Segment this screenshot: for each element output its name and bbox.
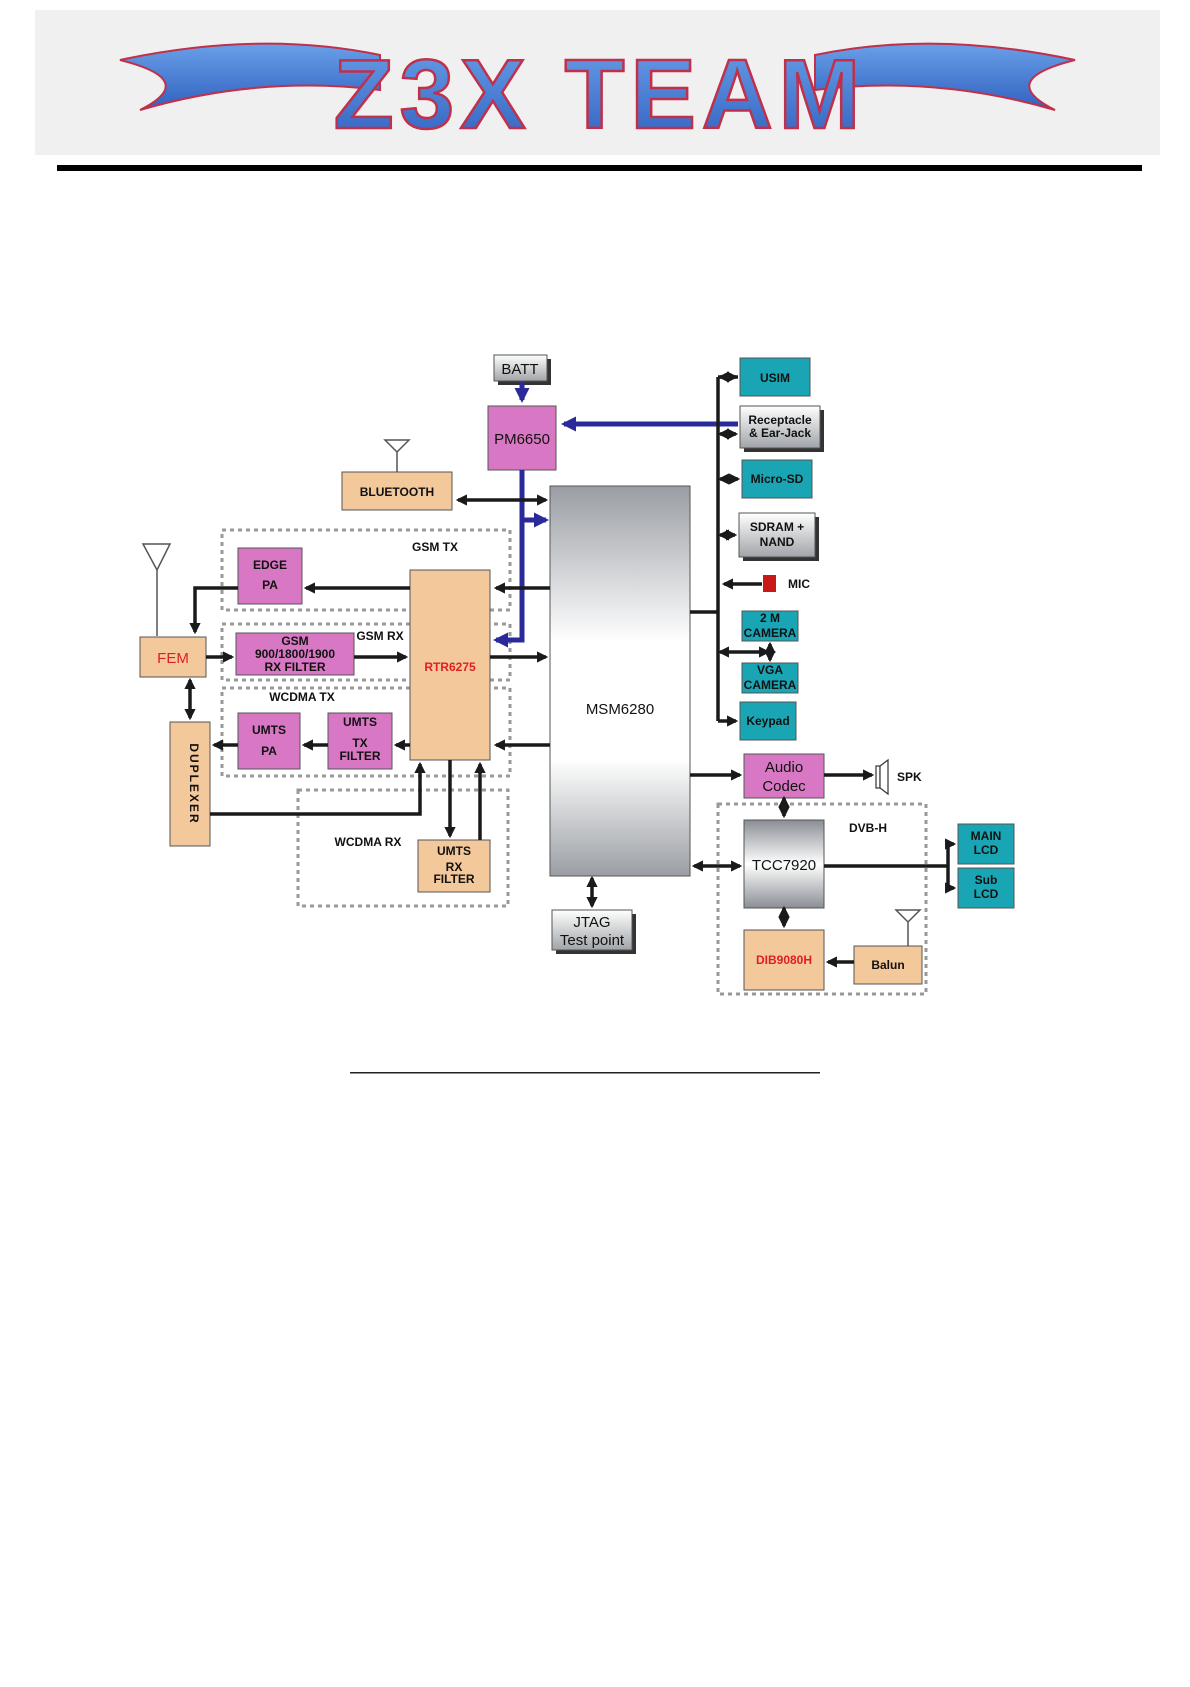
svg-text:Codec: Codec (762, 778, 806, 795)
svg-text:UMTS: UMTS (437, 844, 471, 858)
block-keypad: Keypad (739, 701, 797, 741)
gsm-tx-label: GSM TX (412, 540, 458, 554)
svg-text:RX: RX (446, 860, 463, 874)
block-umts-pa: UMTS PA (237, 712, 301, 770)
block-pm6650: PM6650 (487, 405, 557, 471)
antenna-icon (383, 439, 411, 472)
svg-text:MSM6280: MSM6280 (586, 701, 654, 718)
block-bluetooth: BLUETOOTH (341, 471, 453, 511)
wcdma-tx-label: WCDMA TX (269, 690, 335, 704)
svg-text:LCD: LCD (974, 887, 999, 901)
svg-text:FEM: FEM (157, 650, 189, 667)
block-receptacle: Receptacle & Ear-Jack (739, 405, 824, 452)
group-wcdma-rx (296, 788, 510, 908)
svg-text:BATT: BATT (501, 361, 538, 378)
svg-text:Sub: Sub (975, 873, 998, 887)
svg-text:CAMERA: CAMERA (744, 678, 797, 692)
block-edge-pa: EDGE PA (237, 547, 303, 605)
svg-text:UMTS: UMTS (252, 723, 286, 737)
svg-text:PA: PA (262, 578, 278, 592)
footer-rule (350, 1072, 820, 1074)
block-umts-tx-filter: UMTS TX FILTER (327, 712, 393, 770)
block-duplexer: DUPLEXER (169, 721, 211, 847)
block-usim: USIM (739, 357, 811, 397)
block-sub-lcd: Sub LCD (957, 867, 1015, 909)
spk-label: SPK (897, 770, 922, 784)
svg-text:USIM: USIM (760, 371, 790, 385)
block-vga-camera: VGA CAMERA (741, 662, 799, 694)
svg-text:SDRAM +: SDRAM + (750, 520, 804, 534)
logo: Z3X TEAM (35, 10, 1160, 155)
block-balun: Balun (853, 945, 923, 985)
block-gsm-rx-filter: GSM 900/1800/1900 RX FILTER (235, 632, 355, 676)
svg-text:MAIN: MAIN (971, 829, 1002, 843)
svg-text:RTR6275: RTR6275 (424, 660, 476, 674)
svg-text:UMTS: UMTS (343, 715, 377, 729)
block-fem: FEM (139, 636, 207, 678)
wcdma-rx-label: WCDMA RX (335, 835, 402, 849)
svg-text:RX FILTER: RX FILTER (264, 660, 325, 674)
svg-text:FILTER: FILTER (339, 749, 380, 763)
block-audio-codec: Audio Codec (743, 753, 825, 799)
block-tcc7920: TCC7920 (743, 819, 825, 909)
svg-text:DUPLEXER: DUPLEXER (187, 743, 201, 824)
svg-text:Keypad: Keypad (746, 714, 789, 728)
group-gsm-rx (220, 622, 512, 682)
svg-text:PM6650: PM6650 (494, 431, 550, 448)
speaker-icon: SPK (875, 758, 922, 796)
svg-text:Receptacle: Receptacle (748, 413, 812, 427)
logo-wings (119, 42, 1076, 111)
svg-text:PA: PA (261, 744, 277, 758)
power-lines (493, 382, 738, 648)
group-dvbh (716, 802, 928, 996)
svg-text:VGA: VGA (757, 663, 783, 677)
svg-text:NAND: NAND (760, 535, 795, 549)
svg-text:Test point: Test point (560, 932, 625, 949)
svg-text:900/1800/1900: 900/1800/1900 (255, 647, 335, 661)
svg-text:Audio: Audio (765, 759, 803, 776)
block-jtag: JTAG Test point (551, 909, 636, 954)
svg-text:TCC7920: TCC7920 (752, 857, 816, 874)
svg-text:Micro-SD: Micro-SD (751, 472, 804, 486)
svg-text:GSM: GSM (281, 634, 308, 648)
block-sdram-nand: SDRAM + NAND (738, 512, 819, 561)
antenna-icon (894, 909, 922, 950)
block-dib9080h: DIB9080H (743, 929, 825, 991)
svg-text:LCD: LCD (974, 843, 999, 857)
svg-text:& Ear-Jack: & Ear-Jack (749, 426, 811, 440)
block-main-lcd: MAIN LCD (957, 823, 1015, 865)
logo-text: Z3X TEAM (334, 39, 867, 149)
svg-text:FILTER: FILTER (433, 872, 474, 886)
gsm-rx-label: GSM RX (356, 629, 403, 643)
svg-text:EDGE: EDGE (253, 558, 287, 572)
mic-label: MIC (788, 577, 810, 591)
mic-icon: MIC (763, 575, 810, 592)
block-umts-rx-filter: UMTS RX FILTER (417, 839, 491, 893)
svg-text:DIB9080H: DIB9080H (756, 953, 812, 967)
block-micro-sd: Micro-SD (741, 459, 813, 499)
dvbh-label: DVB-H (849, 821, 887, 835)
svg-text:CAMERA: CAMERA (744, 626, 797, 640)
group-wcdma-tx (220, 686, 512, 778)
svg-text:TX: TX (352, 736, 367, 750)
svg-text:2 M: 2 M (760, 611, 780, 625)
header-rule (57, 165, 1142, 171)
block-2m-camera: 2 M CAMERA (741, 610, 799, 642)
svg-text:Balun: Balun (871, 958, 904, 972)
svg-text:JTAG: JTAG (573, 914, 610, 931)
svg-text:BLUETOOTH: BLUETOOTH (360, 485, 434, 499)
signal-lines (184, 371, 957, 968)
antenna-icon (141, 543, 172, 636)
group-gsm-tx (220, 528, 512, 612)
block-rtr: RTR6275 (409, 569, 491, 761)
block-batt: BATT (493, 354, 551, 385)
block-msm6280: MSM6280 (549, 485, 691, 877)
